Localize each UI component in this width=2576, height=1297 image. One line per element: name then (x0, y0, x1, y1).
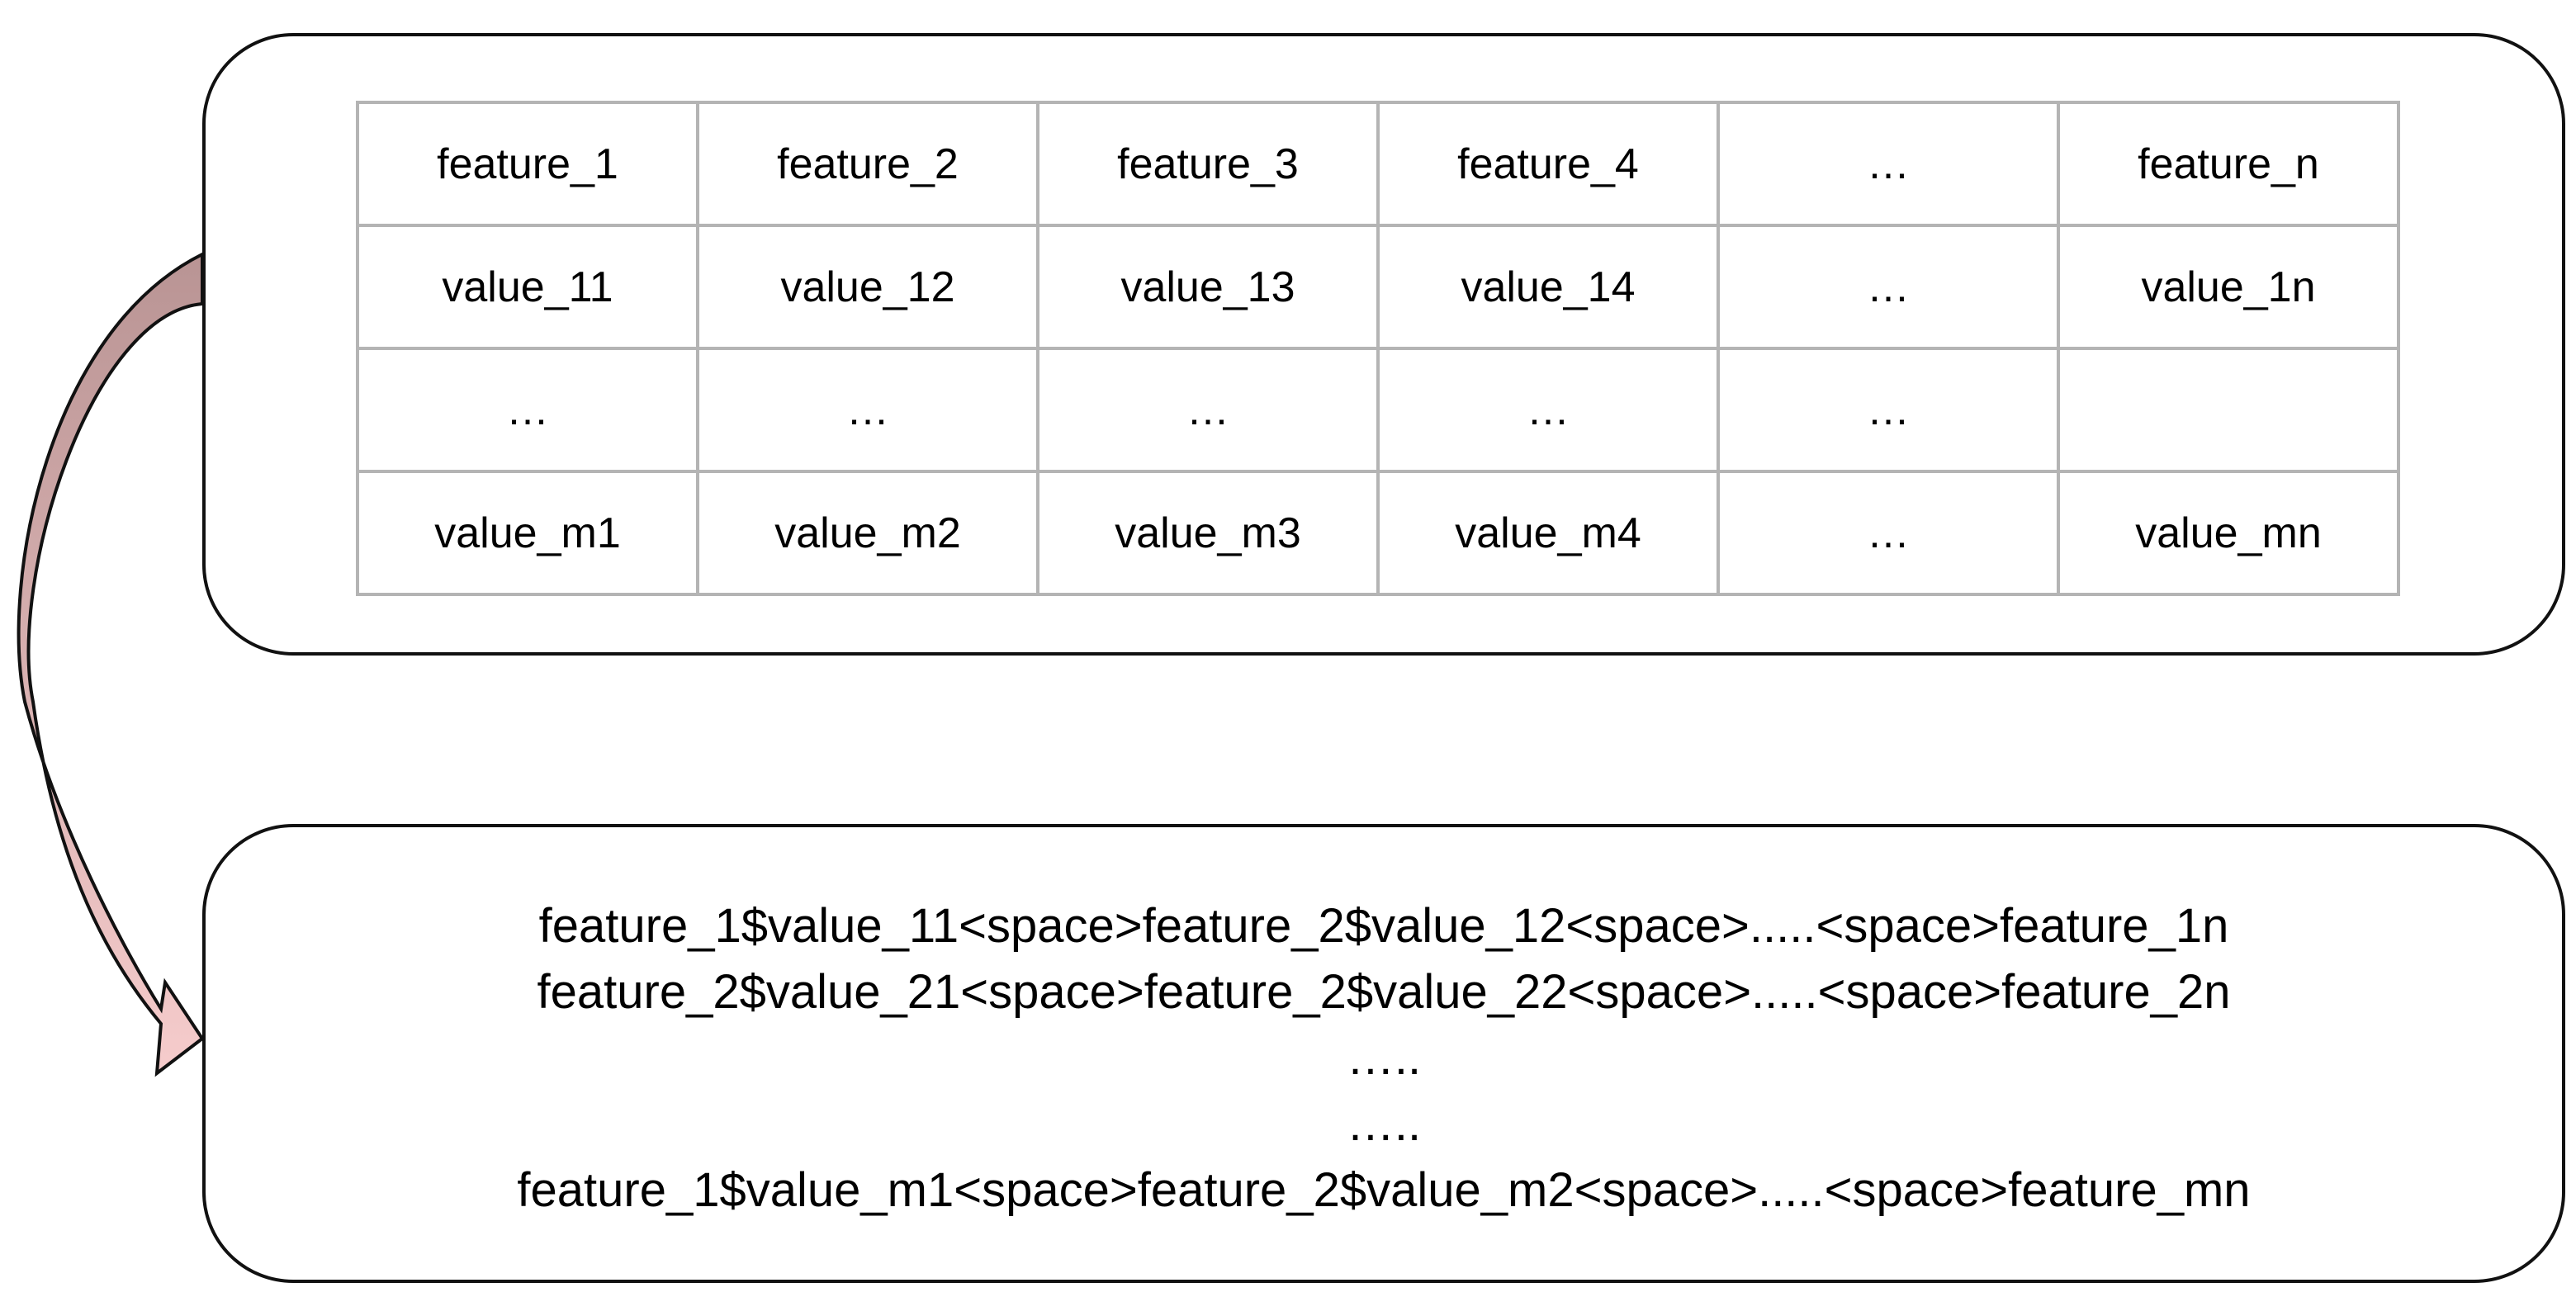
encoded-line: ….. (1346, 1031, 1422, 1085)
table-header-row: feature_1 feature_2 feature_3 feature_4 … (356, 101, 2400, 227)
table-cell (2057, 347, 2400, 473)
header-cell: feature_4 (1376, 101, 1720, 227)
table-cell: … (356, 347, 699, 473)
table-cell: value_m2 (696, 470, 1039, 596)
encoded-text-box: feature_1$value_11<space>feature_2$value… (202, 824, 2565, 1283)
table-cell: value_m4 (1376, 470, 1720, 596)
table-cell: value_11 (356, 224, 699, 350)
header-cell: … (1717, 101, 2060, 227)
header-cell: feature_2 (696, 101, 1039, 227)
table-cell: value_mn (2057, 470, 2400, 596)
encoded-lines: feature_1$value_11<space>feature_2$value… (206, 893, 2562, 1224)
table-cell: … (1036, 347, 1380, 473)
encoded-line: feature_2$value_21<space>feature_2$value… (537, 965, 2231, 1019)
table-row: … … … … … (356, 347, 2400, 473)
header-cell: feature_3 (1036, 101, 1380, 227)
arrow-body (17, 251, 205, 1077)
table-row: value_11 value_12 value_13 value_14 … va… (356, 224, 2400, 350)
table-cell: value_14 (1376, 224, 1720, 350)
encoded-line: feature_1$value_11<space>feature_2$value… (538, 899, 2229, 953)
encoded-line: feature_1$value_m1<space>feature_2$value… (517, 1163, 2251, 1217)
table-cell: value_m3 (1036, 470, 1380, 596)
table-cell: value_12 (696, 224, 1039, 350)
feature-table-box: feature_1 feature_2 feature_3 feature_4 … (202, 33, 2565, 656)
table-cell: value_1n (2057, 224, 2400, 350)
table-cell: … (1717, 347, 2060, 473)
table-cell: … (696, 347, 1039, 473)
feature-table: feature_1 feature_2 feature_3 feature_4 … (356, 101, 2400, 596)
table-row: value_m1 value_m2 value_m3 value_m4 … va… (356, 470, 2400, 596)
header-cell: feature_1 (356, 101, 699, 227)
table-cell: value_m1 (356, 470, 699, 596)
table-cell: … (1717, 470, 2060, 596)
table-cell: value_13 (1036, 224, 1380, 350)
encoded-line: ….. (1346, 1097, 1422, 1151)
header-cell: feature_n (2057, 101, 2400, 227)
table-cell: … (1376, 347, 1720, 473)
table-cell: … (1717, 224, 2060, 350)
